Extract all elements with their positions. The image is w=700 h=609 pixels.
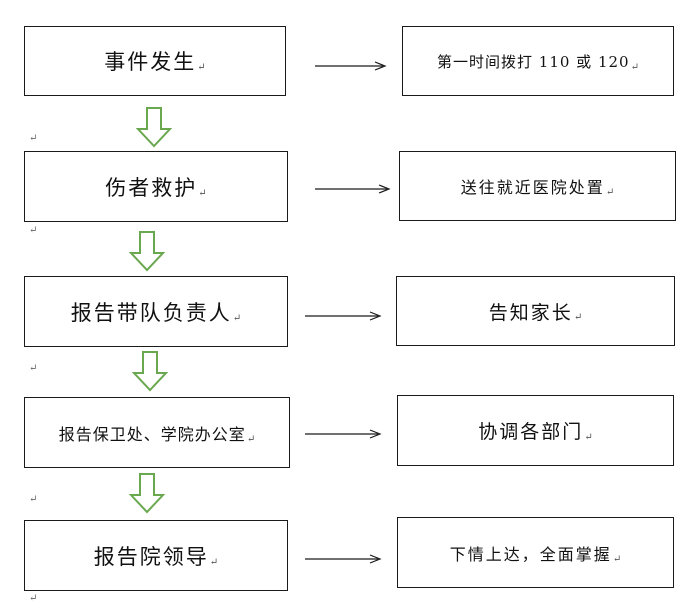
return-mark-icon: ↵ xyxy=(209,557,219,568)
action-2-box: 送往就近医院处置↵ xyxy=(399,151,676,221)
down-arrow-1 xyxy=(135,107,173,148)
return-mark-icon: ↵ xyxy=(29,363,38,374)
action-3-label: 告知家长 xyxy=(488,301,573,324)
return-mark-icon: ↵ xyxy=(198,188,207,199)
step-4-box: 报告保卫处、学院办公室↵ xyxy=(24,397,290,468)
action-1-label: 第一时间拨打 110 或 120 xyxy=(437,52,630,71)
action-4-box: 协调各部门↵ xyxy=(397,395,674,466)
step-2-box: 伤者救护↵ xyxy=(24,151,288,222)
return-mark-icon: ↵ xyxy=(29,593,38,604)
step-5-label: 报告院领导 xyxy=(93,544,209,569)
step-4-label: 报告保卫处、学院办公室 xyxy=(58,424,246,444)
step-3-label: 报告带队负责人 xyxy=(70,300,232,325)
step-1-label: 事件发生 xyxy=(104,50,197,74)
action-3-box: 告知家长↵ xyxy=(396,276,675,346)
return-mark-icon: ↵ xyxy=(29,225,38,236)
step-1-box: 事件发生↵ xyxy=(24,26,286,96)
return-mark-icon: ↵ xyxy=(612,554,622,565)
step-2-label: 伤者救护 xyxy=(105,175,198,200)
step-3-box: 报告带队负责人↵ xyxy=(24,276,288,347)
return-mark-icon: ↵ xyxy=(232,313,242,324)
return-mark-icon: ↵ xyxy=(246,434,256,445)
down-arrow-3 xyxy=(131,351,169,392)
action-5-box: 下情上达，全面掌握↵ xyxy=(397,517,674,588)
return-mark-icon: ↵ xyxy=(29,494,38,505)
action-4-label: 协调各部门 xyxy=(478,421,584,443)
return-mark-icon: ↵ xyxy=(584,432,593,443)
action-2-label: 送往就近医院处置 xyxy=(460,178,605,197)
return-mark-icon: ↵ xyxy=(605,187,615,198)
return-mark-icon: ↵ xyxy=(197,62,206,73)
return-mark-icon: ↵ xyxy=(573,312,583,323)
down-arrow-2 xyxy=(128,231,166,272)
return-mark-icon: ↵ xyxy=(630,62,639,73)
return-mark-icon: ↵ xyxy=(29,133,38,144)
down-arrow-4 xyxy=(128,473,166,514)
step-5-box: 报告院领导↵ xyxy=(24,520,288,591)
action-1-box: 第一时间拨打 110 或 120↵ xyxy=(402,26,674,96)
action-5-label: 下情上达，全面掌握 xyxy=(449,544,612,564)
